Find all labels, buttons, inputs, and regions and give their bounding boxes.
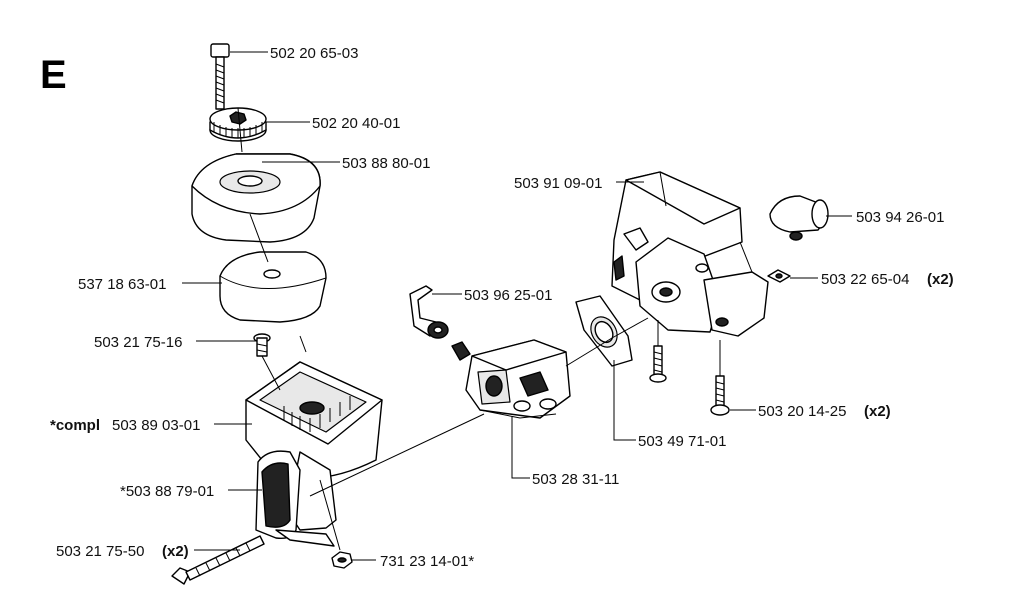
label-housing: 503 89 03-01 [112,417,200,434]
label-screw-right-qty: (x2) [864,403,891,420]
label-screw-right: 503 20 14-25 [758,403,846,420]
label-square-nut-qty: (x2) [927,271,954,288]
part-long-bolt [171,535,265,585]
label-screw-small: 503 21 75-16 [94,334,182,351]
label-long-bolt: 503 21 75-50 [56,543,144,560]
label-grip: *503 88 79-01 [120,483,214,500]
part-housing [245,361,383,531]
part-screw-right-2 [710,375,730,416]
label-intake-manifold: 503 91 09-01 [514,175,602,192]
part-filter-cover [191,153,321,243]
label-bolt-top: 502 20 65-03 [270,45,358,62]
part-link-lever [409,285,471,361]
label-gasket: 503 49 71-01 [638,433,726,450]
label-link-lever: 503 96 25-01 [464,287,552,304]
label-knob: 502 20 40-01 [312,115,400,132]
label-long-bolt-qty: (x2) [162,543,189,560]
part-screw-right-1 [649,345,667,383]
part-square-nut [767,269,791,283]
label-filter-cover: 503 88 80-01 [342,155,430,172]
part-filter [219,251,327,323]
label-square-nut: 503 22 65-04 [821,271,909,288]
label-sleeve: 503 94 26-01 [856,209,944,226]
label-filter: 537 18 63-01 [78,276,166,293]
part-carburetor [465,339,571,419]
label-nut: 731 23 14-01* [380,553,474,570]
part-nut [331,551,353,569]
part-bolt-top [210,43,230,110]
part-grip [255,450,335,547]
label-carburetor: 503 28 31-11 [532,471,619,488]
label-housing-prefix: *compl [50,417,100,434]
part-intake-manifold [611,171,769,337]
part-sleeve [769,195,829,241]
part-knob [209,107,267,142]
part-gasket [575,295,633,367]
section-letter: E [40,53,67,97]
leader-lines [182,51,852,561]
part-screw-small [253,333,271,357]
